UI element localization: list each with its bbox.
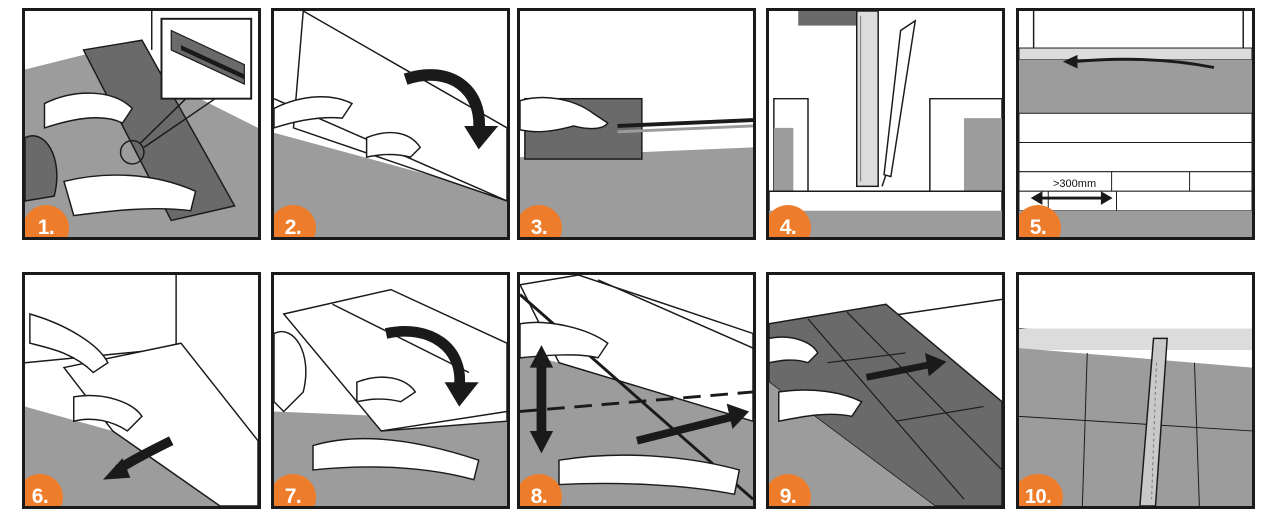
step-6-panel: 6. [22, 272, 261, 509]
step-8-illustration [520, 275, 753, 506]
step-4-panel: 4. [766, 8, 1005, 240]
step-10-illustration [1019, 275, 1252, 506]
step-9-illustration [769, 275, 1002, 506]
step-7-illustration [274, 275, 507, 506]
step-3-illustration [520, 11, 753, 237]
step-8-panel: 8. [517, 272, 756, 509]
step-3-panel: 3. [517, 8, 756, 240]
step-5-dimension-label: >300mm [1053, 178, 1096, 190]
step-10-panel: 10. [1016, 272, 1255, 509]
step-7-panel: 7. [271, 272, 510, 509]
step-4-illustration [769, 11, 1002, 237]
step-9-panel: 9. [766, 272, 1005, 509]
step-2-illustration [274, 11, 507, 237]
step-5-illustration [1019, 11, 1252, 237]
step-1-illustration [25, 11, 258, 237]
step-2-panel: 2. [271, 8, 510, 240]
step-6-illustration [25, 275, 258, 506]
step-1-panel: 1. [22, 8, 261, 240]
step-5-panel: >300mm 5. [1016, 8, 1255, 240]
